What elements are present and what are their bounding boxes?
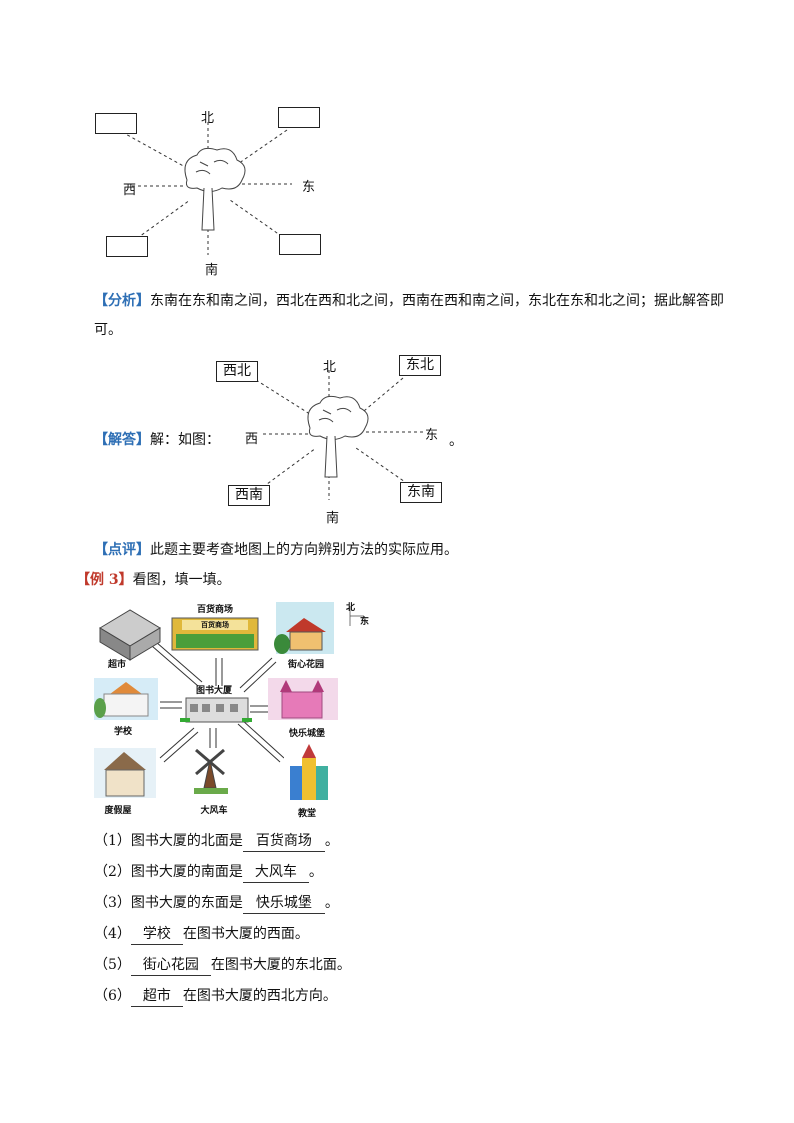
question-text-after: 。 (324, 895, 339, 911)
compass-north-label: 北 (346, 603, 356, 613)
tree-compass-lines (121, 122, 292, 255)
question-4: （4）学校在图书大厦的西面。 (94, 924, 309, 945)
label-east: 东 (302, 180, 316, 195)
answer-blank: 超市 (130, 986, 183, 1007)
library-building-icon (180, 697, 252, 723)
question-number: （4） (94, 926, 131, 942)
castle-icon (268, 678, 338, 720)
resort-house-icon (94, 748, 156, 798)
church-icon (284, 744, 334, 802)
example3-line: 【例 3】看图，填一填。 (76, 570, 231, 590)
label-north: 北 (201, 111, 215, 126)
label-south: 南 (205, 263, 219, 278)
question-number: （6） (94, 988, 131, 1004)
question-5: （5）街心花园在图书大厦的东北面。 (94, 955, 351, 976)
garden-house-icon (274, 602, 334, 654)
comment-line: 【点评】此题主要考查地图上的方向辨别方法的实际应用。 (94, 540, 458, 560)
label-castle: 快乐城堡 (288, 729, 325, 739)
question-text-after: 。 (308, 864, 323, 880)
answer-compass-lines (255, 370, 423, 500)
question-text-after: 在图书大厦的东北面。 (210, 957, 351, 973)
answer-blank: 学校 (130, 924, 183, 945)
question-number: （2） (94, 864, 131, 880)
question-6: （6）超市在图书大厦的西北方向。 (94, 986, 337, 1007)
label-church: 教堂 (297, 809, 316, 819)
box-northeast: 东北 (399, 355, 441, 376)
answer-blank: 快乐城堡 (242, 893, 325, 914)
label-resort: 度假屋 (104, 806, 132, 816)
blank-box-southeast[interactable] (279, 234, 321, 255)
compass-icon (349, 606, 364, 626)
question-text: 图书大厦的南面是 (130, 864, 243, 880)
label-school: 学校 (113, 727, 132, 737)
question-3: （3）图书大厦的东面是快乐城堡。 (94, 893, 339, 914)
question-text-after: 在图书大厦的西北方向。 (182, 988, 337, 1004)
blank-box-northeast[interactable] (278, 107, 320, 128)
answer-label-east: 东 (425, 428, 439, 443)
label-supermarket: 超市 (107, 660, 126, 670)
question-2: （2）图书大厦的南面是大风车。 (94, 862, 323, 883)
question-text: 图书大厦的北面是 (130, 833, 243, 849)
label-department-store: 百货商场 (196, 605, 233, 615)
question-text-after: 在图书大厦的西面。 (182, 926, 309, 942)
answer-blank: 大风车 (242, 862, 309, 883)
tree-icon (307, 395, 369, 478)
label-windmill: 大风车 (200, 806, 228, 816)
label-west: 西 (123, 183, 137, 198)
answer-blank: 百货商场 (242, 831, 325, 852)
comment-text: 此题主要考查地图上的方向辨别方法的实际应用。 (150, 542, 458, 558)
store-sign-text: 百货商场 (201, 620, 229, 629)
department-store-icon (171, 617, 259, 651)
comment-tag: 【点评】 (94, 542, 150, 558)
question-number: （3） (94, 895, 131, 911)
answer-line: 【解答】解：如图： (94, 430, 220, 450)
analysis-text: 东南在东和南之间，西北在西和北之间，西南在西和南之间，东北在东和北之间；据此解答… (150, 293, 724, 309)
compass-east-label: 东 (360, 617, 370, 627)
answer-label-south: 南 (326, 511, 340, 526)
answer-end: 。 (449, 433, 463, 449)
windmill-icon (194, 748, 228, 794)
label-garden: 街心花园 (287, 660, 324, 670)
answer-blank: 街心花园 (130, 955, 211, 976)
tree-icon (184, 147, 246, 231)
box-northwest: 西北 (216, 361, 258, 382)
blank-box-southwest[interactable] (106, 236, 148, 257)
answer-tag: 【解答】 (94, 432, 150, 448)
question-text-after: 。 (324, 833, 339, 849)
box-southwest: 西南 (228, 485, 270, 506)
question-number: （1） (94, 833, 131, 849)
analysis-line1: 【分析】东南在东和南之间，西北在西和北之间，西南在西和南之间，东北在东和北之间；… (94, 291, 724, 311)
blank-box-northwest[interactable] (95, 113, 137, 134)
example3-tag: 【例 3】 (76, 572, 133, 588)
map-road-lines (94, 602, 364, 802)
question-number: （5） (94, 957, 131, 973)
question-1: （1）图书大厦的北面是百货商场。 (94, 831, 339, 852)
analysis-line2: 可。 (94, 322, 122, 338)
analysis-tag: 【分析】 (94, 293, 150, 309)
supermarket-icon (99, 609, 161, 661)
answer-text: 解：如图： (150, 432, 220, 448)
question-text: 图书大厦的东面是 (130, 895, 243, 911)
school-icon (94, 678, 158, 720)
box-southeast: 东南 (400, 482, 442, 503)
label-center-library: 图书大厦 (195, 686, 232, 696)
answer-label-west: 西 (245, 432, 259, 447)
example3-text: 看图，填一填。 (132, 572, 231, 588)
answer-label-north: 北 (323, 360, 337, 375)
